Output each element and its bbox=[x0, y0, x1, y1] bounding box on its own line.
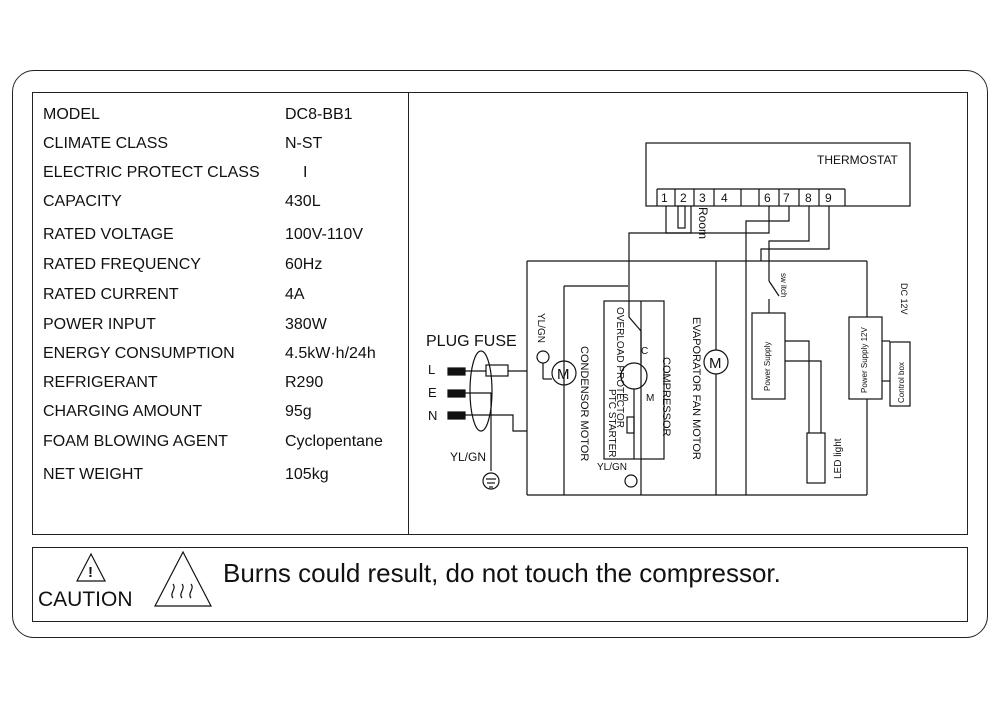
spec-name: CHARGING AMOUNT bbox=[43, 403, 203, 420]
heat-waves-icon bbox=[171, 583, 193, 599]
spec-value: N-ST bbox=[285, 135, 323, 152]
ground-icon bbox=[482, 472, 500, 490]
hot-surface-icon bbox=[154, 550, 212, 607]
caution-icons: ! bbox=[76, 552, 106, 582]
ground-icon bbox=[624, 474, 638, 488]
spec-table: MODEL DC8-BB1 CLIMATE CLASS N-ST ELECTRI… bbox=[32, 92, 408, 535]
control-box-label: Control box bbox=[897, 362, 906, 403]
wire-t6 bbox=[628, 206, 770, 261]
led-wire bbox=[785, 340, 810, 433]
warning-triangle-icon bbox=[76, 552, 106, 582]
terminal-m-label: M bbox=[646, 393, 654, 404]
ptc-starter-label: PTC STARTER bbox=[606, 389, 617, 458]
ptc-resistor bbox=[626, 416, 635, 434]
wiring-diagram: THERMOSTAT 1 2 3 4 6 7 8 9 Room PLUG FUS… bbox=[426, 142, 911, 496]
led-light-label: LED light bbox=[833, 438, 844, 479]
spec-value: 4.5kW·h/24h bbox=[285, 345, 376, 362]
terminal-label: 2 bbox=[680, 191, 687, 205]
evaporator-fan-motor-symbol bbox=[703, 349, 729, 375]
spec-name: RATED CURRENT bbox=[43, 286, 179, 303]
spec-name: CAPACITY bbox=[43, 193, 122, 210]
spec-name: RATED FREQUENCY bbox=[43, 256, 201, 273]
spec-value: I bbox=[303, 164, 308, 181]
evaporator-fan-motor-label: EVAPORATOR FAN MOTOR bbox=[690, 317, 702, 460]
terminal-label: 1 bbox=[661, 191, 668, 205]
plug-pin-e bbox=[447, 389, 466, 398]
line-label-l: L bbox=[428, 362, 435, 377]
spec-name: NET WEIGHT bbox=[43, 466, 144, 483]
wire-t9 bbox=[760, 206, 830, 261]
wire-t7 bbox=[745, 206, 790, 246]
rating-label bbox=[12, 70, 988, 638]
terminal-label: 4 bbox=[721, 191, 728, 205]
spec-name: CLIMATE CLASS bbox=[43, 135, 169, 152]
spec-value: Cyclopentane bbox=[285, 433, 383, 450]
terminal-label: 9 bbox=[825, 191, 832, 205]
wire-t8 bbox=[768, 206, 810, 263]
plug-pin-n bbox=[447, 411, 466, 420]
plug-fuse-label: PLUG FUSE bbox=[426, 333, 517, 350]
switch-contact bbox=[768, 280, 780, 297]
spec-name: FOAM BLOWING AGENT bbox=[43, 433, 228, 450]
spec-value: 380W bbox=[285, 316, 327, 333]
cord-sheath bbox=[469, 350, 493, 432]
overload-wire bbox=[628, 261, 642, 363]
wire-neutral bbox=[465, 414, 527, 432]
power-supply-box bbox=[751, 312, 786, 400]
power-supply-12v-box bbox=[848, 316, 883, 400]
condensor-motor-label: CONDENSOR MOTOR bbox=[578, 346, 590, 461]
thermostat-box bbox=[645, 142, 911, 207]
spec-name: ELECTRIC PROTECT CLASS bbox=[43, 164, 260, 181]
ground-icon bbox=[536, 350, 550, 364]
control-box bbox=[889, 341, 911, 407]
terminal-label: 7 bbox=[783, 191, 790, 205]
plug-pin-l bbox=[447, 367, 466, 376]
terminal-label: 3 bbox=[699, 191, 706, 205]
power-supply-label: Power Supply bbox=[763, 342, 772, 391]
line-label-e: E bbox=[428, 385, 437, 400]
led-light-box bbox=[806, 432, 826, 484]
thermostat-label: THERMOSTAT bbox=[817, 153, 899, 167]
power-supply-12v-label: Power Supply 12V bbox=[860, 327, 869, 393]
spec-value: 4A bbox=[285, 286, 305, 303]
spec-value: 60Hz bbox=[285, 256, 323, 273]
room-label: Room bbox=[696, 207, 710, 239]
motor-m-label: M bbox=[709, 355, 722, 372]
dc-12v-label: DC 12V bbox=[899, 283, 909, 315]
switch-label: sw itch bbox=[779, 273, 788, 297]
led-wire bbox=[785, 360, 822, 433]
terminal-label: 6 bbox=[764, 191, 771, 205]
caution-message: Burns could result, do not touch the com… bbox=[223, 558, 781, 588]
exclamation-mark: ! bbox=[88, 564, 93, 581]
caution-word: CAUTION bbox=[38, 588, 133, 611]
wire-earth bbox=[465, 392, 492, 471]
spec-name: MODEL bbox=[43, 106, 100, 123]
caution-strip: ! CAUTION Burns could result, do not tou… bbox=[32, 547, 968, 622]
motor-earth-label: YL/GN bbox=[535, 313, 546, 343]
condensor-motor-symbol bbox=[551, 360, 577, 386]
terminal-s-label: S bbox=[622, 393, 629, 404]
terminal-label: 8 bbox=[805, 191, 812, 205]
spec-name: RATED VOLTAGE bbox=[43, 226, 174, 243]
compressor-label: COMPRESSOR bbox=[660, 357, 672, 437]
room-sensor bbox=[677, 205, 686, 229]
spec-name: ENERGY CONSUMPTION bbox=[43, 345, 235, 362]
spec-value: 430L bbox=[285, 193, 321, 210]
spec-value: 100V-110V bbox=[285, 226, 363, 243]
spec-value: DC8-BB1 bbox=[285, 106, 353, 123]
motor-m-label: M bbox=[557, 366, 570, 383]
terminal-c-label: C bbox=[641, 346, 648, 357]
overload-protector-label: OVERLOAD PROTECTOR bbox=[614, 307, 625, 428]
hot-surface-icon-frame bbox=[154, 550, 212, 607]
wiring-diagram-panel: THERMOSTAT 1 2 3 4 6 7 8 9 Room PLUG FUS… bbox=[408, 92, 968, 535]
spec-name: REFRIGERANT bbox=[43, 374, 158, 391]
compressor-earth-label: YL/GN bbox=[597, 462, 627, 473]
spec-name: POWER INPUT bbox=[43, 316, 156, 333]
line-label-n: N bbox=[428, 408, 437, 423]
spec-value: R290 bbox=[285, 374, 324, 391]
spec-value: 105kg bbox=[285, 466, 329, 483]
spec-value: 95g bbox=[285, 403, 312, 420]
earth-label: YL/GN bbox=[450, 450, 486, 464]
